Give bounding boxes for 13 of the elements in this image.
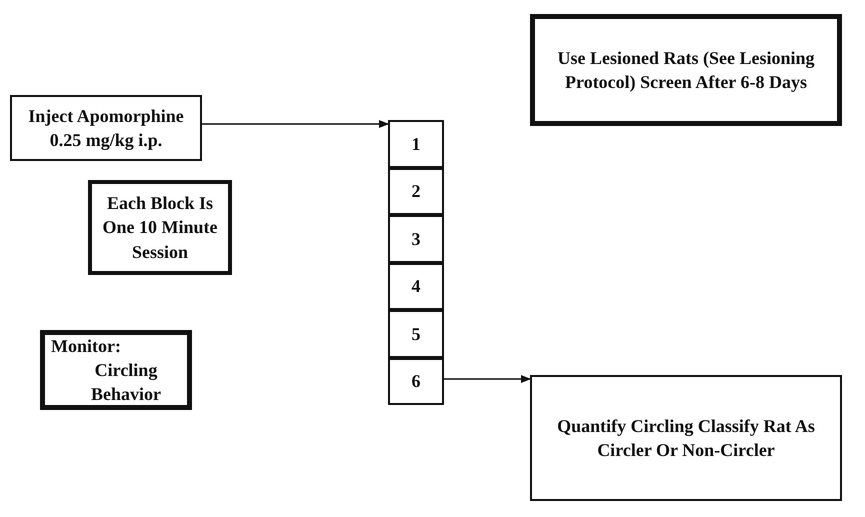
process-box: Quantify Circling Classify Rat As Circler Or Non-Circler <box>530 375 842 501</box>
process-box: Each Block Is One 10 Minute Session <box>88 180 232 275</box>
process-box: Use Lesioned Rats (See Lesioning Protocol) Screen After 6-8 Days <box>530 14 842 126</box>
process-box: Inject Apomorphine 0.25 mg/kg i.p. <box>10 95 202 161</box>
session-block: 5 <box>388 310 444 358</box>
session-block: 6 <box>388 358 444 405</box>
session-block: 2 <box>388 168 444 215</box>
session-block: 4 <box>388 262 444 310</box>
process-box: Monitor: Circling Behavior <box>40 330 192 410</box>
arrow <box>444 375 531 383</box>
session-block: 3 <box>388 215 444 262</box>
session-block: 1 <box>388 120 444 168</box>
arrow <box>202 120 389 128</box>
